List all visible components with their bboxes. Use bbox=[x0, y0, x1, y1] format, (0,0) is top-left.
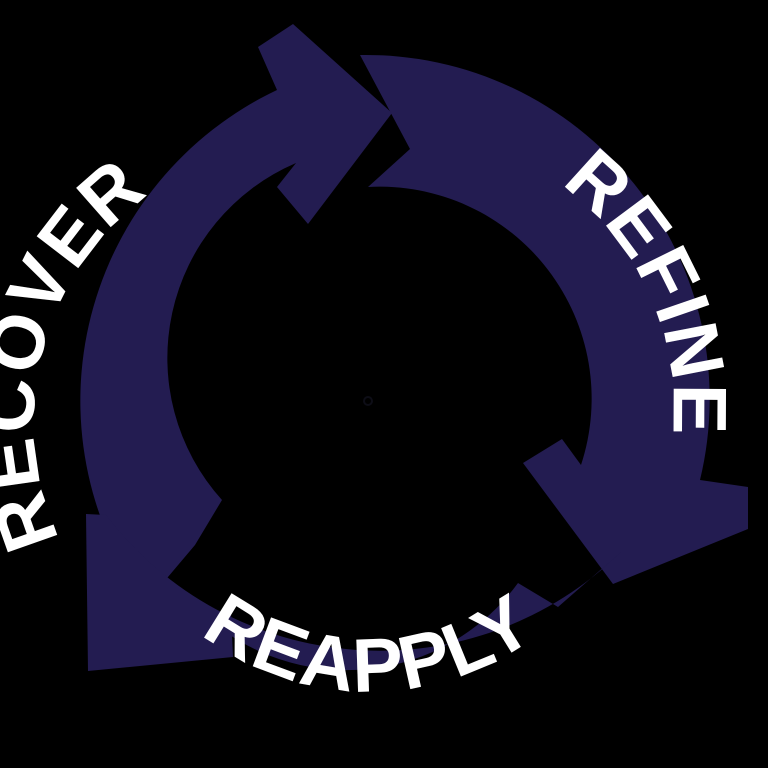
arrow-reapply[interactable] bbox=[86, 514, 621, 671]
arrow-refine-body bbox=[360, 54, 748, 584]
arrow-recover-body bbox=[80, 24, 392, 603]
arrow-reapply-body bbox=[86, 514, 621, 671]
arrow-group bbox=[80, 24, 748, 671]
arrow-recover[interactable] bbox=[80, 24, 392, 603]
arrow-refine[interactable] bbox=[360, 54, 748, 584]
center-marker-icon bbox=[363, 396, 373, 406]
